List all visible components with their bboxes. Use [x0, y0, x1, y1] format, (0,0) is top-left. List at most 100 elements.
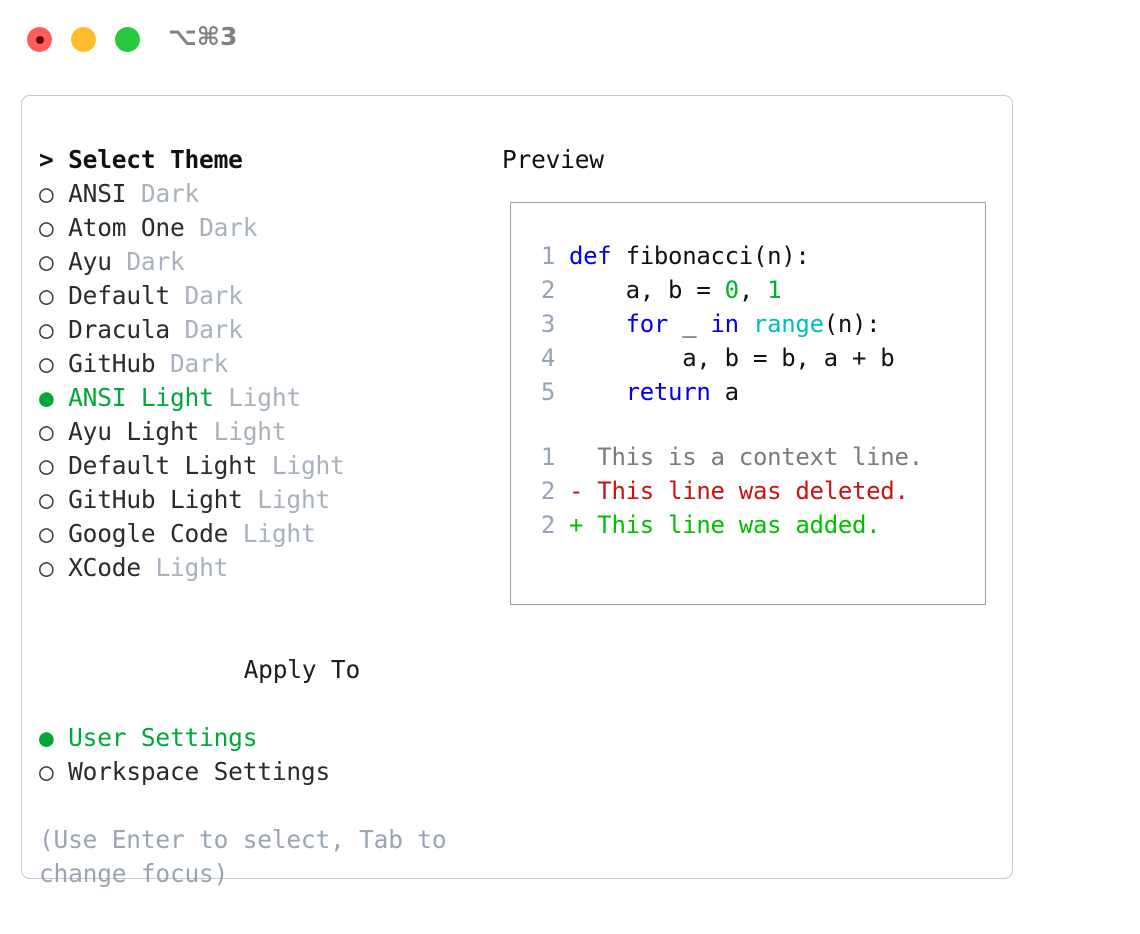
code-line: 1 def fibonacci(n):	[527, 239, 985, 273]
radio-unselected-icon[interactable]: ○	[39, 247, 54, 276]
keyboard-hint: (Use Enter to select, Tab to change focu…	[39, 825, 447, 888]
code-token-kw: in	[710, 310, 740, 338]
radio-unselected-icon[interactable]: ○	[39, 315, 54, 344]
list-spacer	[39, 585, 501, 619]
radio-selected-icon[interactable]: ●	[39, 383, 54, 412]
code-token-plain	[569, 310, 626, 338]
radio-unselected-icon[interactable]: ○	[39, 519, 54, 548]
radio-unselected-icon[interactable]: ○	[39, 213, 54, 242]
code-line: 3 for _ in range(n):	[527, 307, 985, 341]
apply-to-heading: Apply To	[39, 619, 501, 721]
diff-sign	[569, 443, 583, 471]
diff-line: 2+ This line was added.	[527, 508, 985, 542]
diff-line: 1 This is a context line.	[527, 440, 985, 474]
theme-option-label: ANSI	[68, 179, 127, 208]
theme-option-ansi-light[interactable]: ● ANSI Light Light	[39, 381, 501, 415]
apply-to-list: ● User Settings○ Workspace Settings	[39, 721, 501, 789]
theme-option-label: Atom One	[68, 213, 185, 242]
radio-selected-icon[interactable]: ●	[39, 723, 54, 752]
theme-option-ayu[interactable]: ○ Ayu Dark	[39, 245, 501, 279]
apply-to-option-label: User Settings	[68, 723, 258, 752]
theme-option-label: GitHub Light	[68, 485, 243, 514]
zoom-button[interactable]	[115, 27, 140, 52]
theme-option-label: Ayu Light	[68, 417, 200, 446]
theme-option-google-code[interactable]: ○ Google Code Light	[39, 517, 501, 551]
theme-option-label: Default	[68, 281, 170, 310]
code-token-plain: (n):	[823, 310, 881, 338]
theme-option-label: Google Code	[68, 519, 229, 548]
theme-option-github[interactable]: ○ GitHub Dark	[39, 347, 501, 381]
code-token-plain: a, b =	[569, 276, 725, 304]
theme-option-kind: Light	[257, 485, 331, 514]
theme-option-kind: Light	[242, 519, 316, 548]
theme-option-label: ANSI Light	[68, 383, 214, 412]
radio-unselected-icon[interactable]: ○	[39, 179, 54, 208]
theme-option-kind: Dark	[126, 247, 185, 276]
radio-unselected-icon[interactable]: ○	[39, 417, 54, 446]
keyboard-shortcut-label: ⌥⌘3	[168, 22, 238, 51]
diff-sign: -	[569, 477, 584, 505]
diff-line-number: 2	[540, 511, 555, 539]
radio-unselected-icon[interactable]: ○	[39, 281, 54, 310]
code-token-kw: def	[569, 242, 612, 270]
radio-unselected-icon[interactable]: ○	[39, 553, 54, 582]
diff-text: This is a context line.	[583, 443, 923, 471]
code-line-number: 3	[540, 310, 555, 338]
select-theme-heading: > Select Theme	[39, 145, 243, 174]
theme-option-default[interactable]: ○ Default Dark	[39, 279, 501, 313]
code-token-kw: return	[625, 378, 711, 406]
code-token-plain	[739, 310, 753, 338]
apply-to-option-label: Workspace Settings	[68, 757, 331, 786]
theme-option-label: Dracula	[68, 315, 170, 344]
theme-picker-column: > Select Theme ○ ANSI Dark○ Atom One Dar…	[39, 143, 501, 891]
theme-option-kind: Dark	[170, 349, 229, 378]
code-line-number: 5	[540, 378, 555, 406]
code-token-num: 0	[724, 276, 739, 304]
code-token-plain: _	[668, 310, 711, 338]
radio-unselected-icon[interactable]: ○	[39, 485, 54, 514]
close-button[interactable]	[27, 27, 52, 52]
diff-text: This line was deleted.	[583, 477, 909, 505]
radio-unselected-icon[interactable]: ○	[39, 757, 54, 786]
code-token-plain: fibonacci(n):	[611, 242, 810, 270]
code-line-number: 2	[540, 276, 555, 304]
theme-option-kind: Light	[271, 451, 345, 480]
theme-option-kind: Light	[155, 553, 229, 582]
theme-option-kind: Dark	[199, 213, 258, 242]
theme-option-dracula[interactable]: ○ Dracula Dark	[39, 313, 501, 347]
theme-option-ansi[interactable]: ○ ANSI Dark	[39, 177, 501, 211]
theme-option-label: Default Light	[68, 451, 258, 480]
apply-to-option-user-settings[interactable]: ● User Settings	[39, 721, 501, 755]
theme-option-kind: Light	[213, 417, 287, 446]
code-token-num: 1	[767, 276, 782, 304]
theme-option-label: GitHub	[68, 349, 156, 378]
diff-line-number: 1	[540, 443, 555, 471]
theme-option-github-light[interactable]: ○ GitHub Light Light	[39, 483, 501, 517]
radio-unselected-icon[interactable]: ○	[39, 451, 54, 480]
traffic-light-group	[27, 27, 140, 52]
radio-unselected-icon[interactable]: ○	[39, 349, 54, 378]
theme-option-atom-one[interactable]: ○ Atom One Dark	[39, 211, 501, 245]
theme-selector-panel: > Select Theme ○ ANSI Dark○ Atom One Dar…	[21, 95, 1013, 888]
code-token-plain: a	[710, 378, 739, 406]
code-token-kw: for	[625, 310, 669, 338]
minimize-button[interactable]	[71, 27, 96, 52]
code-token-plain: a, b = b, a + b	[569, 344, 895, 372]
window-titlebar: ⌥⌘3	[0, 0, 1140, 78]
diff-text: This line was added.	[583, 511, 881, 539]
theme-option-kind: Dark	[184, 315, 243, 344]
apply-to-heading-text: Apply To	[243, 655, 361, 684]
code-line: 5 return a	[527, 375, 985, 409]
code-token-plain: ,	[738, 276, 768, 304]
diff-line: 2- This line was deleted.	[527, 474, 985, 508]
theme-option-default-light[interactable]: ○ Default Light Light	[39, 449, 501, 483]
theme-option-kind: Dark	[140, 179, 200, 208]
code-line-number: 1	[540, 242, 555, 270]
code-line: 4 a, b = b, a + b	[527, 341, 985, 375]
theme-option-xcode[interactable]: ○ XCode Light	[39, 551, 501, 585]
code-token-plain	[569, 378, 626, 406]
apply-to-option-workspace-settings[interactable]: ○ Workspace Settings	[39, 755, 501, 789]
theme-option-ayu-light[interactable]: ○ Ayu Light Light	[39, 415, 501, 449]
